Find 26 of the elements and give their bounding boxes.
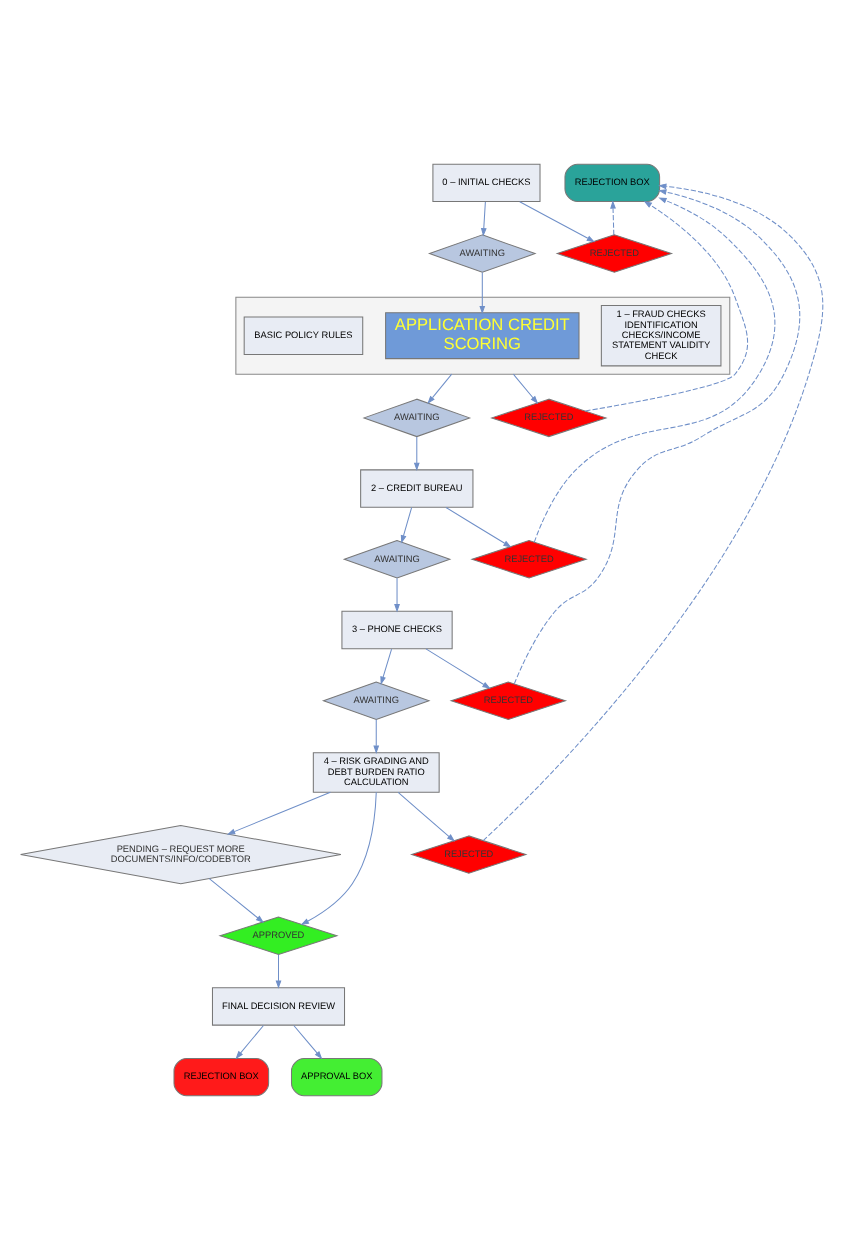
cluster — [235, 295, 731, 374]
arrow — [425, 647, 491, 688]
arrow — [275, 953, 282, 988]
arrow — [533, 196, 776, 542]
arrow — [519, 200, 596, 242]
arrow — [400, 506, 413, 543]
arrow — [479, 270, 486, 314]
arrow — [394, 576, 400, 612]
arrow — [512, 372, 539, 403]
arrow — [208, 877, 265, 922]
arrow — [397, 790, 456, 841]
arrow — [513, 188, 801, 684]
arrow — [293, 1023, 323, 1059]
arrow — [413, 435, 420, 470]
arrow — [300, 790, 377, 925]
arrow — [235, 1023, 264, 1059]
arrow — [584, 199, 749, 411]
arrow — [482, 182, 824, 841]
arrow — [445, 505, 512, 547]
arrow — [480, 200, 487, 236]
arrow — [610, 199, 616, 235]
arrow — [427, 372, 453, 403]
arrow — [373, 718, 380, 753]
arrow — [380, 647, 393, 684]
node-box: APPLICATION CREDIT SCORING — [385, 311, 580, 359]
arrow — [226, 790, 331, 834]
